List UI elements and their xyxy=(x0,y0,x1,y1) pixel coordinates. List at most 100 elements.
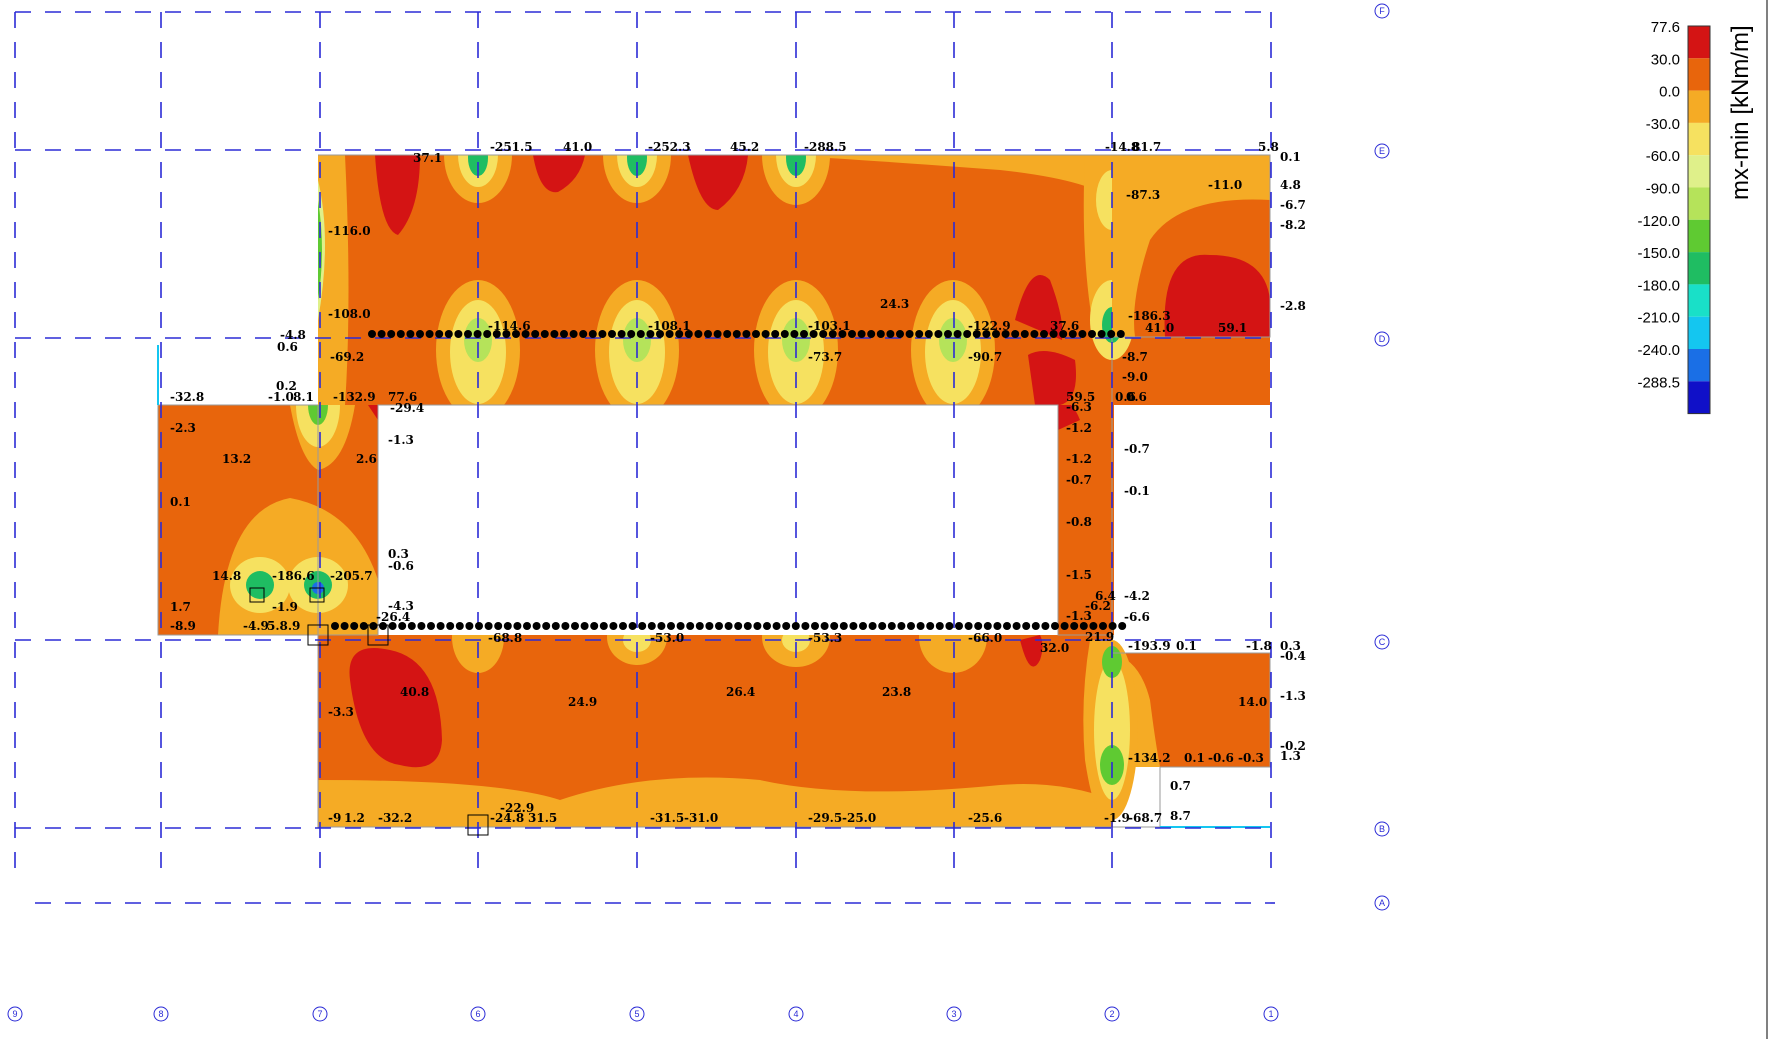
support-node xyxy=(955,622,963,630)
value-label: -1.8 xyxy=(1246,639,1272,653)
support-node xyxy=(801,622,810,630)
support-node xyxy=(790,330,799,338)
support-node xyxy=(772,622,781,630)
support-node xyxy=(406,330,415,338)
support-node xyxy=(1089,622,1098,630)
support-node xyxy=(782,622,791,630)
support-node xyxy=(896,330,904,338)
support-node xyxy=(723,330,732,338)
legend-swatch xyxy=(1688,284,1710,317)
support-node xyxy=(387,330,396,338)
support-node xyxy=(1107,330,1116,338)
support-node xyxy=(444,330,453,338)
support-node xyxy=(464,330,472,338)
support-node xyxy=(473,330,482,338)
support-node xyxy=(350,622,359,630)
value-label: -4.3 xyxy=(388,599,414,613)
support-node xyxy=(830,622,839,630)
value-label: -116.0 xyxy=(328,224,371,238)
support-node xyxy=(446,622,455,630)
grid-row-labels: F E D C B A xyxy=(1374,3,1390,911)
value-label: -4.8 xyxy=(280,328,306,342)
support-node xyxy=(427,622,435,630)
support-node xyxy=(926,622,935,630)
support-node xyxy=(953,330,962,338)
value-label: 59.1 xyxy=(1218,321,1247,335)
support-node xyxy=(704,330,712,338)
support-node xyxy=(494,622,503,630)
value-label: -1.9 xyxy=(1104,811,1130,825)
value-label: 1.2 xyxy=(344,811,365,825)
support-node xyxy=(1078,330,1087,338)
value-label: -25.6 xyxy=(968,811,1002,825)
support-node xyxy=(1012,622,1021,630)
grid-row-label-f: F xyxy=(1379,6,1385,16)
grid-row-label-e: E xyxy=(1379,146,1385,156)
support-node xyxy=(377,330,386,338)
value-label: -2.3 xyxy=(170,421,196,435)
value-label: -0.3 xyxy=(1238,751,1264,765)
value-label: -114.6 xyxy=(488,319,531,333)
support-node xyxy=(1108,622,1117,630)
support-node xyxy=(905,330,914,338)
value-label: 0.1 xyxy=(1280,150,1301,164)
support-node xyxy=(398,622,407,630)
value-label: 24.9 xyxy=(568,695,597,709)
support-node xyxy=(819,330,828,338)
support-node xyxy=(924,330,933,338)
support-node xyxy=(684,330,693,338)
support-node xyxy=(657,622,666,630)
value-label: -31.0 xyxy=(684,811,718,825)
value-label: -25.0 xyxy=(842,811,876,825)
value-labels-top: 37.1 -251.5 41.0 -252.3 45.2 -288.5 -14.… xyxy=(328,140,1306,313)
support-node xyxy=(619,622,627,630)
value-label: -90.7 xyxy=(968,350,1002,364)
support-node xyxy=(868,622,877,630)
legend-title: mx-min [kNm/m] xyxy=(1727,25,1754,200)
support-node xyxy=(1079,622,1088,630)
support-node xyxy=(1118,622,1127,630)
support-node xyxy=(828,330,837,338)
support-node xyxy=(523,622,531,630)
support-node xyxy=(1041,622,1050,630)
support-node xyxy=(636,330,645,338)
value-label: 40.8 xyxy=(400,685,429,699)
value-label: -0.7 xyxy=(1066,473,1092,487)
grid-col-label-3: 3 xyxy=(951,1009,956,1019)
value-label: 59.5 xyxy=(1066,390,1095,404)
support-node xyxy=(550,330,559,338)
value-label: -11.0 xyxy=(1208,178,1242,192)
support-node xyxy=(475,622,483,630)
value-label: 5.8 xyxy=(1258,140,1279,154)
support-node xyxy=(1001,330,1010,338)
support-node xyxy=(599,622,608,630)
support-node xyxy=(878,622,887,630)
value-label: -0.1 xyxy=(1124,484,1150,498)
support-node xyxy=(734,622,743,630)
value-label: -22.9 xyxy=(500,801,534,815)
support-node xyxy=(675,330,684,338)
support-node xyxy=(972,330,981,338)
value-label: 8.7 xyxy=(1170,809,1191,823)
support-node xyxy=(388,622,397,630)
support-node xyxy=(724,622,733,630)
support-node xyxy=(992,330,1000,338)
legend-swatch xyxy=(1688,219,1710,253)
value-label: -9 xyxy=(328,811,341,825)
support-node xyxy=(694,330,703,338)
support-node xyxy=(1068,330,1077,338)
support-node xyxy=(897,622,906,630)
support-node xyxy=(571,622,579,630)
grid-col-label-9: 9 xyxy=(12,1009,17,1019)
support-node xyxy=(945,622,954,630)
support-node xyxy=(935,622,944,630)
support-node xyxy=(993,622,1002,630)
value-label: -29.5 xyxy=(808,811,842,825)
value-label: -132.9 xyxy=(333,390,376,404)
value-label: -108.1 xyxy=(648,319,691,333)
support-node xyxy=(436,622,445,630)
support-node xyxy=(876,330,885,338)
value-label: -0.8 xyxy=(1066,515,1092,529)
value-label: -53.0 xyxy=(650,631,684,645)
